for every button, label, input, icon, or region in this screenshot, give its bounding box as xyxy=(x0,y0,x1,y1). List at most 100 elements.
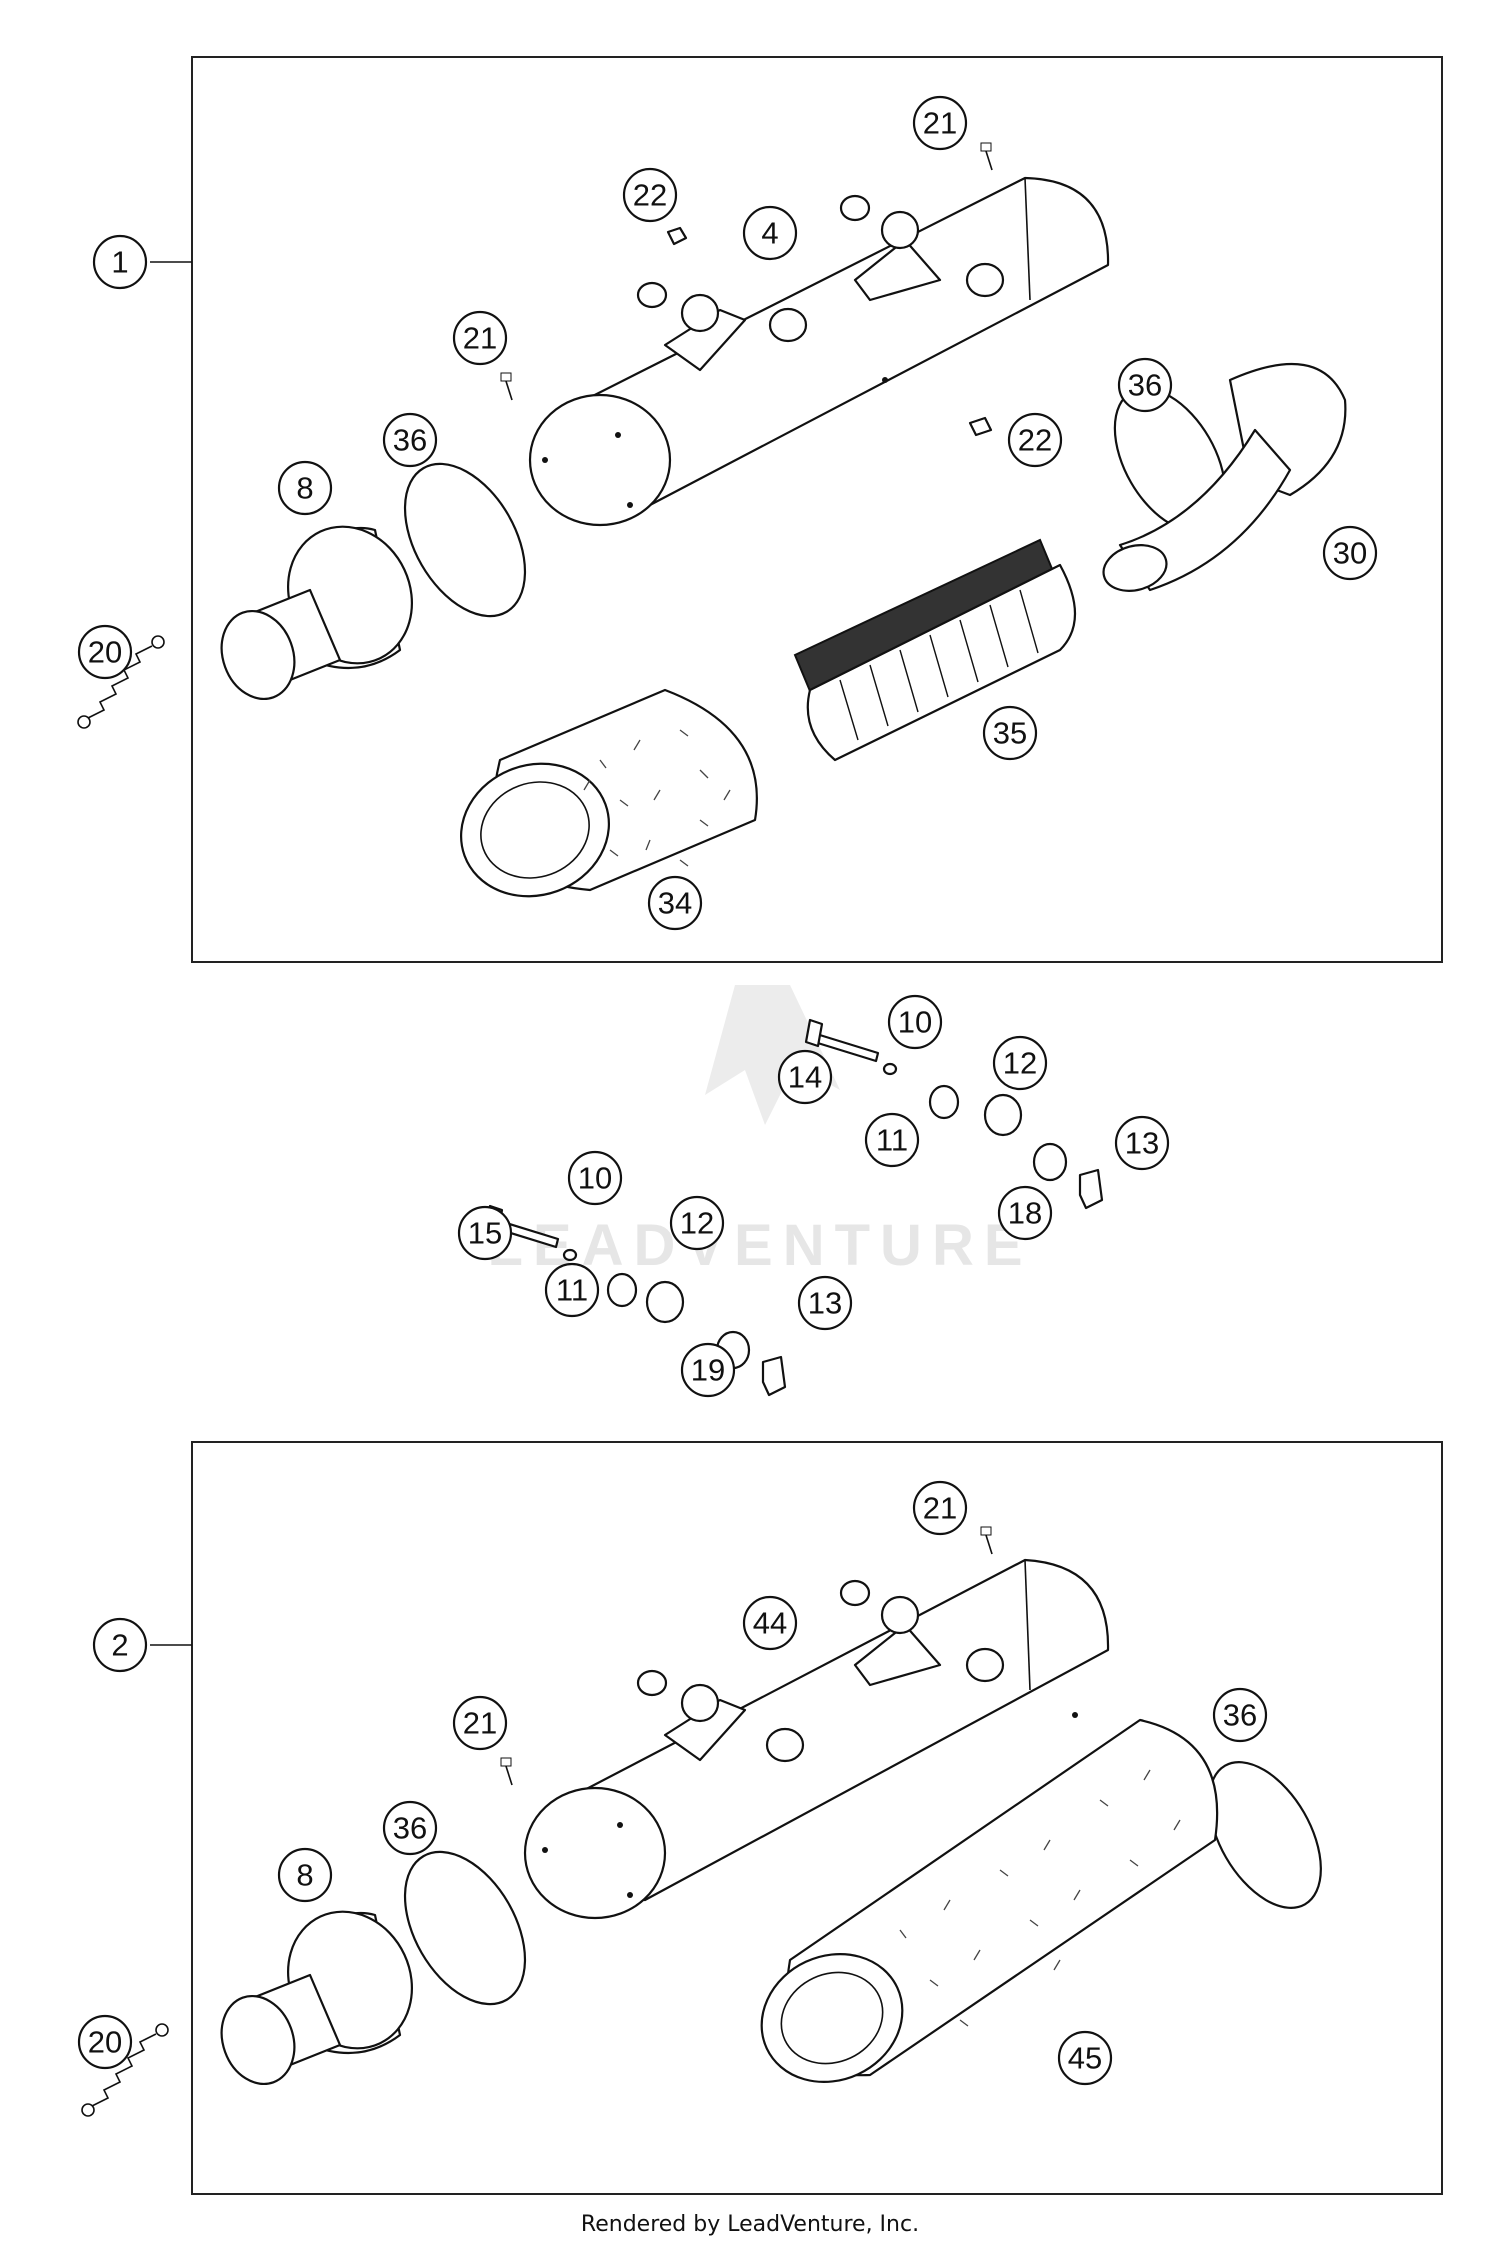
gasket-36-left xyxy=(403,462,527,618)
callout-21: 21 xyxy=(912,95,968,151)
svg-text:36: 36 xyxy=(393,1811,427,1846)
callout-21: 21 xyxy=(912,1480,968,1536)
bolt-14 xyxy=(804,1018,824,1048)
watermark-logo-icon xyxy=(705,985,840,1125)
screw-21-top-right xyxy=(980,142,993,171)
gasket-36-bottom-left xyxy=(403,1850,527,2006)
sleeve-18 xyxy=(1032,1142,1068,1182)
wool-45 xyxy=(760,1718,1219,2084)
assembly-1-frame xyxy=(191,56,1443,963)
svg-text:1: 1 xyxy=(111,245,128,280)
svg-text:12: 12 xyxy=(680,1206,714,1241)
svg-text:22: 22 xyxy=(1018,423,1052,458)
callout-34: 34 xyxy=(647,875,703,931)
insert-35 xyxy=(793,538,1077,762)
callout-13: 13 xyxy=(1114,1115,1170,1171)
callout-19: 19 xyxy=(680,1342,736,1398)
svg-text:8: 8 xyxy=(296,471,313,506)
callout-15: 15 xyxy=(457,1205,513,1261)
svg-text:36: 36 xyxy=(1128,368,1162,403)
clip-13-upper xyxy=(1078,1168,1104,1210)
clip-13-lower xyxy=(761,1355,787,1397)
callout-11: 11 xyxy=(544,1262,600,1318)
svg-text:19: 19 xyxy=(691,1353,725,1388)
svg-text:12: 12 xyxy=(1003,1046,1037,1081)
svg-text:10: 10 xyxy=(578,1161,612,1196)
damper-12-lower xyxy=(645,1280,685,1324)
svg-text:36: 36 xyxy=(1223,1698,1257,1733)
callout-14: 14 xyxy=(777,1049,833,1105)
callout-21: 21 xyxy=(452,310,508,366)
callout-36: 36 xyxy=(382,412,438,468)
callout-44: 44 xyxy=(742,1595,798,1651)
callout-12: 12 xyxy=(669,1195,725,1251)
svg-text:11: 11 xyxy=(556,1273,588,1308)
callout-10: 10 xyxy=(567,1150,623,1206)
svg-text:18: 18 xyxy=(1008,1196,1042,1231)
svg-text:13: 13 xyxy=(808,1286,842,1321)
svg-text:34: 34 xyxy=(658,886,692,921)
bush-11-lower xyxy=(606,1272,638,1308)
wool-34 xyxy=(459,688,758,898)
spring-20-bottom xyxy=(81,2023,169,2117)
svg-text:8: 8 xyxy=(296,1858,313,1893)
end-cap-8-bottom xyxy=(220,1910,414,2086)
callout-assembly-1: 1 xyxy=(92,234,148,290)
svg-text:30: 30 xyxy=(1333,536,1367,571)
callout-18: 18 xyxy=(997,1185,1053,1241)
callout-20: 20 xyxy=(77,2014,133,2070)
bush-11-upper xyxy=(928,1084,960,1120)
end-cap-8 xyxy=(220,525,414,701)
washer-10-lower xyxy=(562,1248,578,1262)
screw-21-bottom-left xyxy=(500,1757,513,1786)
washer-10-upper xyxy=(882,1062,898,1076)
svg-text:21: 21 xyxy=(923,106,957,141)
svg-text:4: 4 xyxy=(761,216,778,251)
silencer-body-4 xyxy=(528,176,1110,527)
mounting-hardware-upper xyxy=(804,1018,1104,1210)
footer-credit: Rendered by LeadVenture, Inc. xyxy=(580,2212,920,2237)
callout-36: 36 xyxy=(382,1800,438,1856)
svg-text:44: 44 xyxy=(753,1606,787,1641)
callout-8: 8 xyxy=(277,460,333,516)
svg-text:35: 35 xyxy=(993,716,1027,751)
callout-36: 36 xyxy=(1117,357,1173,413)
assembly-2-frame xyxy=(191,1441,1443,2195)
svg-text:20: 20 xyxy=(88,635,122,670)
callout-11: 11 xyxy=(864,1112,920,1168)
svg-text:36: 36 xyxy=(393,423,427,458)
damper-12-upper xyxy=(983,1093,1023,1137)
screw-21-bottom-right xyxy=(980,1526,993,1555)
callout-45: 45 xyxy=(1057,2030,1113,2086)
callout-22: 22 xyxy=(1007,412,1063,468)
outlet-30 xyxy=(1102,362,1347,592)
callout-21: 21 xyxy=(452,1695,508,1751)
nut-22-right xyxy=(968,416,993,437)
svg-text:14: 14 xyxy=(788,1060,822,1095)
svg-text:2: 2 xyxy=(111,1628,128,1663)
svg-text:21: 21 xyxy=(923,1491,957,1526)
callout-8: 8 xyxy=(277,1847,333,1903)
svg-text:13: 13 xyxy=(1125,1126,1159,1161)
svg-text:20: 20 xyxy=(88,2025,122,2060)
svg-text:10: 10 xyxy=(898,1005,932,1040)
svg-text:45: 45 xyxy=(1068,2041,1102,2076)
callout-13: 13 xyxy=(797,1275,853,1331)
svg-text:11: 11 xyxy=(876,1123,908,1158)
callout-assembly-2: 2 xyxy=(92,1617,148,1673)
callout-10: 10 xyxy=(887,994,943,1050)
nut-22-top xyxy=(666,226,688,246)
callout-4: 4 xyxy=(742,205,798,261)
svg-text:15: 15 xyxy=(468,1216,502,1251)
callout-35: 35 xyxy=(982,705,1038,761)
callout-12: 12 xyxy=(992,1035,1048,1091)
silencer-body-44 xyxy=(523,1558,1110,1920)
svg-text:22: 22 xyxy=(633,178,667,213)
screw-21-top-left xyxy=(500,372,513,401)
svg-text:21: 21 xyxy=(463,1706,497,1741)
callout-36: 36 xyxy=(1212,1687,1268,1743)
svg-text:21: 21 xyxy=(463,321,497,356)
callout-30: 30 xyxy=(1322,525,1378,581)
callout-20: 20 xyxy=(77,624,133,680)
